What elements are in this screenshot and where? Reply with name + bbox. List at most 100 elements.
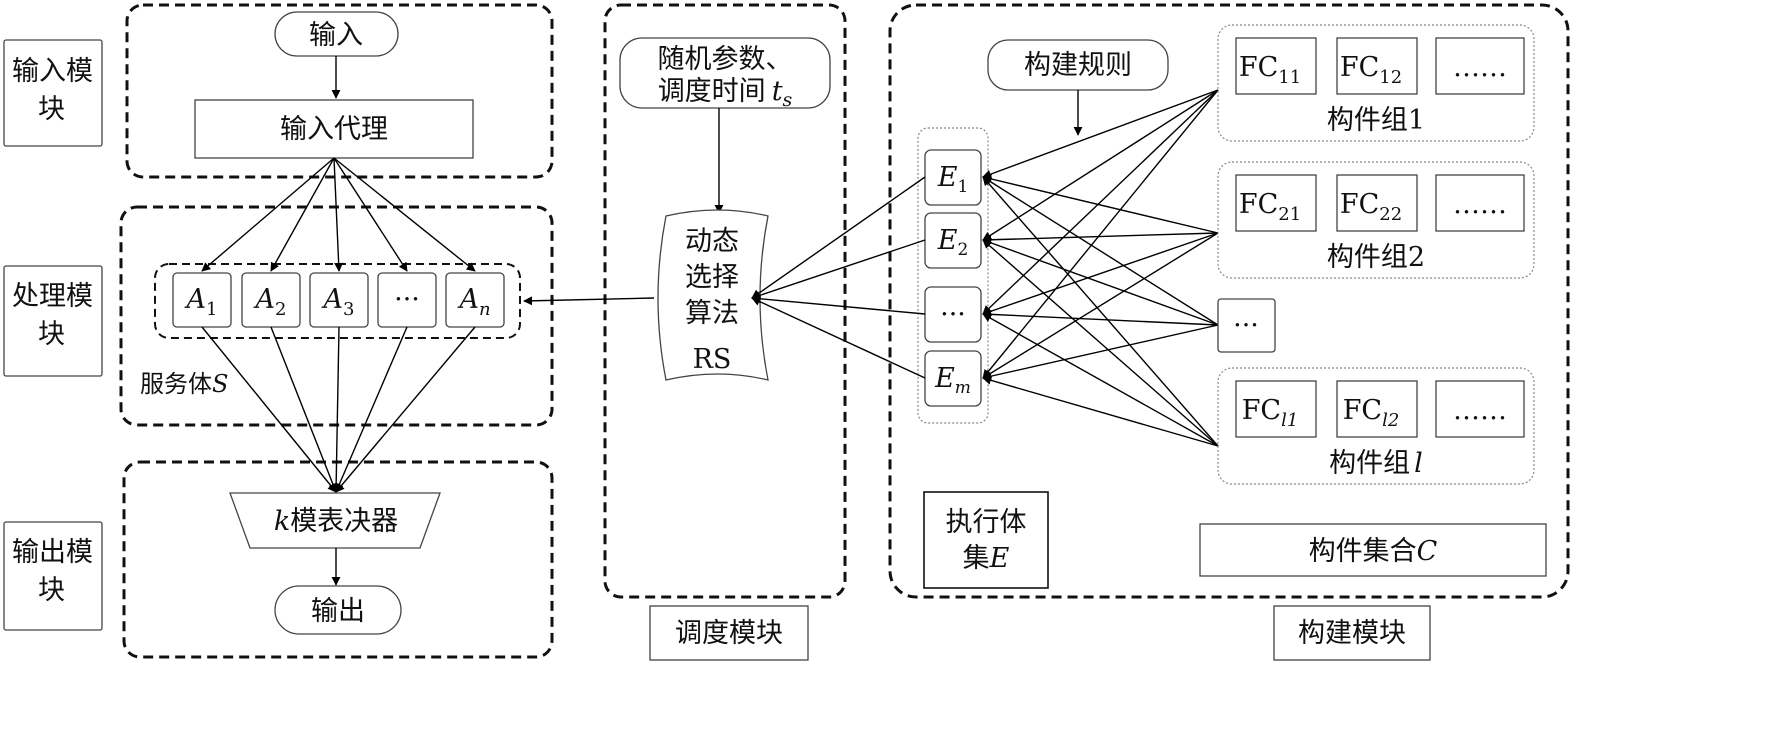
svg-text:FC22: FC22 xyxy=(1340,189,1402,225)
output-module-frame xyxy=(122,460,554,659)
component-group-1: FC11 FC12 …… 构件组1 xyxy=(1217,24,1535,142)
svg-text:块: 块 xyxy=(38,94,65,125)
group-exec-line-2-3 xyxy=(982,232,1219,316)
group-exec-line-3-4 xyxy=(982,324,1219,381)
voter-line-4 xyxy=(335,326,408,493)
svg-text:……: …… xyxy=(1453,52,1507,83)
proxy-arrow-2 xyxy=(270,157,335,272)
svg-text:输出: 输出 xyxy=(311,596,365,627)
group-exec-line-4-2 xyxy=(982,239,1219,447)
svg-text:输出模: 输出模 xyxy=(12,537,93,568)
scheduling-module-label: 调度模块 xyxy=(649,605,809,661)
svg-text:E1: E1 xyxy=(937,162,969,197)
service-item-1: A1 xyxy=(172,272,232,328)
output-module-label: 输出模 块 xyxy=(3,521,103,631)
group-exec-line-3-1 xyxy=(982,176,1219,326)
component-set-box: 构件集合C xyxy=(1199,523,1547,577)
input-module-label: 输入模 块 xyxy=(3,39,103,147)
svg-text:FC12: FC12 xyxy=(1340,52,1402,88)
svg-text:E2: E2 xyxy=(937,225,969,260)
component-2-3: …… xyxy=(1435,174,1525,232)
proxy-arrow-3 xyxy=(333,157,344,272)
component-1-1: FC11 xyxy=(1235,37,1317,95)
construction-module-label: 构建模块 xyxy=(1273,605,1431,661)
svg-text:···: ··· xyxy=(940,299,966,330)
executor-set-frame xyxy=(917,127,989,424)
algo-exec-arrow-1 xyxy=(751,176,926,299)
svg-text:A2: A2 xyxy=(253,284,287,320)
group-exec-line-1-2 xyxy=(982,89,1219,241)
svg-text:A3: A3 xyxy=(321,284,355,320)
group-exec-line-1-3 xyxy=(982,89,1219,315)
component-group-label: 构件组1 xyxy=(1327,105,1425,136)
svg-text:···: ··· xyxy=(1233,310,1259,341)
executor-set-box: 执行体 集E xyxy=(923,491,1049,589)
svg-text:随机参数、: 随机参数、 xyxy=(658,44,793,75)
group-exec-line-1-4 xyxy=(982,89,1219,379)
svg-text:FCl2: FCl2 xyxy=(1343,395,1400,431)
svg-text:···: ··· xyxy=(394,284,420,315)
output-node: 输出 xyxy=(274,585,402,635)
component-group-2: FC21 FC22 …… 构件组2 xyxy=(1217,161,1535,279)
scheduling-module-frame xyxy=(603,3,847,599)
group-exec-line-4-3 xyxy=(982,313,1219,447)
executor-1: E1 xyxy=(924,149,982,206)
proxy-to-service-arrows xyxy=(201,157,476,272)
voter-line-5 xyxy=(335,326,476,493)
group-exec-line-3-2 xyxy=(982,238,1219,326)
construction-rules-node: 构建规则 xyxy=(987,39,1169,91)
svg-text:集E: 集E xyxy=(963,543,1010,574)
svg-text:A1: A1 xyxy=(184,284,218,320)
svg-text:输入模: 输入模 xyxy=(12,56,93,87)
group-exec-line-2-1 xyxy=(982,174,1219,234)
svg-text:k模表决器: k模表决器 xyxy=(274,506,398,537)
svg-text:执行体: 执行体 xyxy=(946,507,1027,538)
input-proxy-box: 输入代理 xyxy=(194,99,474,159)
svg-text:构件集合C: 构件集合C xyxy=(1309,536,1438,567)
proxy-arrow-4 xyxy=(333,157,408,272)
svg-text:……: …… xyxy=(1453,189,1507,220)
svg-text:块: 块 xyxy=(38,575,65,606)
input-module-frame xyxy=(125,3,554,179)
group-ellipsis: ··· xyxy=(1217,298,1276,353)
group-exec-line-1-1 xyxy=(982,89,1219,179)
processing-module-label: 处理模 块 xyxy=(3,265,103,377)
svg-text:An: An xyxy=(456,284,490,320)
service-item-5: An xyxy=(445,272,505,328)
group-exec-line-4-4 xyxy=(982,375,1219,447)
component-1-2: FC12 xyxy=(1336,37,1418,95)
algo-exec-arrow-3 xyxy=(751,294,926,315)
svg-text:块: 块 xyxy=(38,319,65,350)
component-2-1: FC21 xyxy=(1235,174,1317,232)
svg-text:……: …… xyxy=(1453,395,1507,426)
svg-text:处理模: 处理模 xyxy=(12,281,93,312)
group-exec-line-2-2 xyxy=(982,232,1219,245)
input-node: 输入 xyxy=(274,11,399,57)
group-executor-lines xyxy=(982,89,1219,447)
service-item-4: ··· xyxy=(377,272,437,328)
service-body-label: 服务体S xyxy=(140,370,228,398)
construction-module-frame xyxy=(888,3,1570,599)
svg-text:输入: 输入 xyxy=(309,20,363,51)
algo-to-executor-arrows xyxy=(751,176,926,379)
proxy-arrow-1 xyxy=(201,157,335,272)
svg-text:FCl1: FCl1 xyxy=(1242,395,1299,431)
service-item-3: A3 xyxy=(309,272,369,328)
component-group-label: 构件组2 xyxy=(1327,242,1425,273)
group-exec-line-2-4 xyxy=(982,232,1219,379)
executor-2: E2 xyxy=(924,212,982,269)
svg-text:构建模块: 构建模块 xyxy=(1298,618,1406,649)
algo-to-service-arrow xyxy=(523,296,655,306)
component-2-2: FC22 xyxy=(1336,174,1418,232)
proxy-arrow-5 xyxy=(333,157,476,272)
service-to-voter-lines xyxy=(201,326,476,493)
